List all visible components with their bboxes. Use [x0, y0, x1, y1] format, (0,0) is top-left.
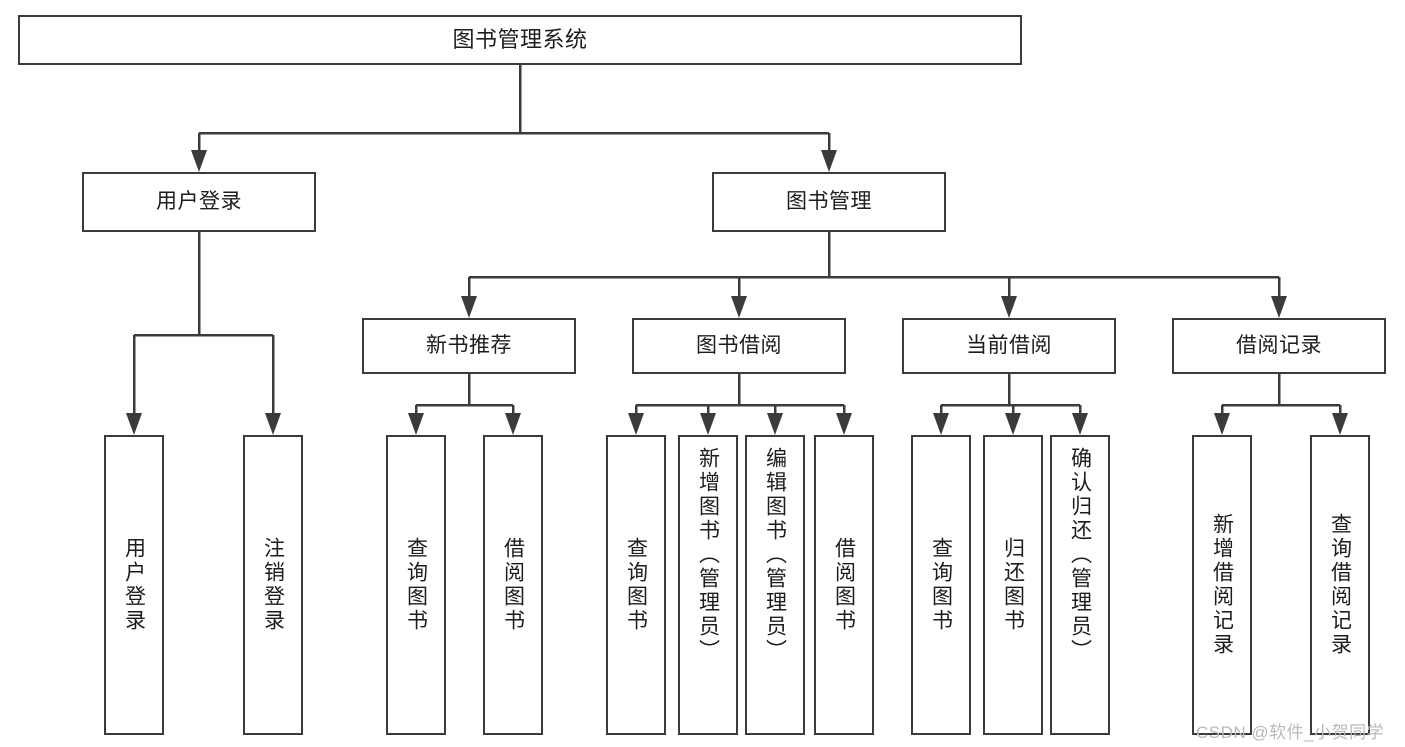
- arrowhead-borrow-record: [1271, 296, 1287, 318]
- node-label-leaf-add-record: 新增借阅记录: [1210, 513, 1234, 657]
- node-label-leaf-user-login: 用户登录: [122, 537, 146, 633]
- node-leaf-query-record: 查询借阅记录: [1310, 435, 1370, 735]
- arrowhead-leaf-query-book-c: [933, 413, 949, 435]
- node-label-book-manage: 图书管理: [786, 189, 872, 213]
- arrowhead-book-manage: [821, 150, 837, 172]
- node-leaf-logout: 注销登录: [243, 435, 303, 735]
- node-label-leaf-query-book-c: 查询图书: [929, 537, 953, 633]
- arrowhead-leaf-return-book: [1005, 413, 1021, 435]
- csdn-watermark: CSDN @软件_小贺同学: [1196, 723, 1385, 742]
- arrowhead-leaf-add-record: [1214, 413, 1230, 435]
- node-book-manage: 图书管理: [712, 172, 946, 232]
- node-borrow-record: 借阅记录: [1172, 318, 1386, 374]
- node-leaf-add-record: 新增借阅记录: [1192, 435, 1252, 735]
- node-leaf-user-login: 用户登录: [104, 435, 164, 735]
- node-label-current-borrow: 当前借阅: [966, 333, 1052, 357]
- node-leaf-query-book-c: 查询图书: [911, 435, 971, 735]
- arrowhead-leaf-confirm-return: [1072, 413, 1088, 435]
- node-book-borrow: 图书借阅: [632, 318, 846, 374]
- node-label-borrow-record: 借阅记录: [1236, 333, 1322, 357]
- node-label-leaf-add-book: 新增图书（管理员）: [696, 447, 720, 663]
- node-leaf-query-book-b: 查询图书: [606, 435, 666, 735]
- node-label-leaf-edit-book: 编辑图书（管理员）: [763, 447, 787, 663]
- node-current-borrow: 当前借阅: [902, 318, 1116, 374]
- node-leaf-confirm-return: 确认归还（管理员）: [1050, 435, 1110, 735]
- node-label-leaf-confirm-return: 确认归还（管理员）: [1068, 447, 1092, 663]
- node-label-leaf-query-book-a: 查询图书: [404, 537, 428, 633]
- arrowhead-user-login: [191, 150, 207, 172]
- arrowhead-leaf-borrow-book-b: [836, 413, 852, 435]
- arrowhead-leaf-user-login: [126, 413, 142, 435]
- node-user-login: 用户登录: [82, 172, 316, 232]
- node-leaf-borrow-book-b: 借阅图书: [814, 435, 874, 735]
- node-label-leaf-query-book-b: 查询图书: [624, 537, 648, 633]
- node-label-root: 图书管理系统: [452, 27, 588, 53]
- arrowhead-book-borrow: [731, 296, 747, 318]
- node-leaf-return-book: 归还图书: [983, 435, 1043, 735]
- arrowhead-current-borrow: [1001, 296, 1017, 318]
- arrowhead-leaf-query-book-a: [408, 413, 424, 435]
- node-leaf-query-book-a: 查询图书: [386, 435, 446, 735]
- node-leaf-add-book: 新增图书（管理员）: [678, 435, 738, 735]
- node-label-leaf-borrow-book-a: 借阅图书: [501, 537, 525, 633]
- arrowhead-leaf-query-record: [1332, 413, 1348, 435]
- node-label-user-login: 用户登录: [156, 189, 242, 213]
- arrowhead-new-book-rec: [461, 296, 477, 318]
- node-label-leaf-query-record: 查询借阅记录: [1328, 513, 1352, 657]
- arrowhead-leaf-edit-book: [767, 413, 783, 435]
- node-label-new-book-rec: 新书推荐: [426, 333, 512, 357]
- node-label-leaf-return-book: 归还图书: [1001, 537, 1025, 633]
- arrowhead-leaf-borrow-book-a: [505, 413, 521, 435]
- node-new-book-rec: 新书推荐: [362, 318, 576, 374]
- node-root: 图书管理系统: [18, 15, 1022, 65]
- node-label-book-borrow: 图书借阅: [696, 333, 782, 357]
- node-leaf-edit-book: 编辑图书（管理员）: [745, 435, 805, 735]
- node-label-leaf-logout: 注销登录: [261, 537, 285, 633]
- arrowhead-leaf-logout: [265, 413, 281, 435]
- arrowhead-leaf-add-book: [700, 413, 716, 435]
- node-label-leaf-borrow-book-b: 借阅图书: [832, 537, 856, 633]
- arrowhead-leaf-query-book-b: [628, 413, 644, 435]
- node-leaf-borrow-book-a: 借阅图书: [483, 435, 543, 735]
